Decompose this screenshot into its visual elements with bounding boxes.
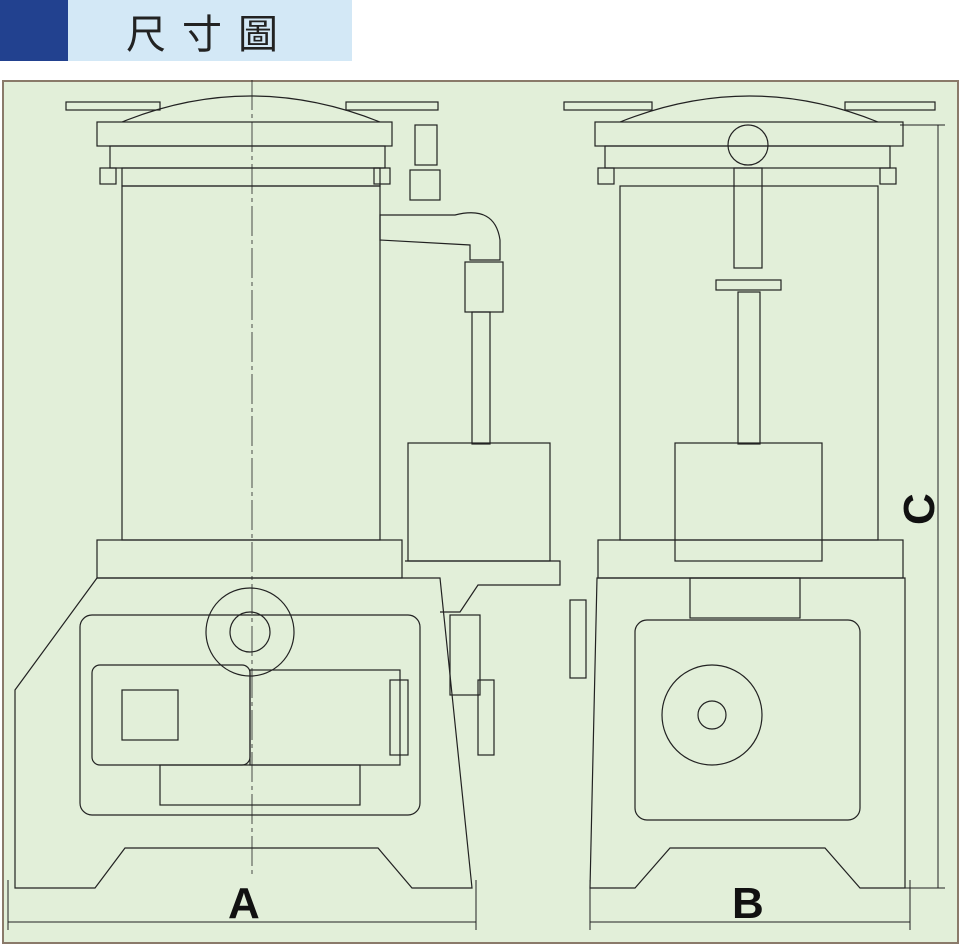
- front-view: [14, 80, 561, 889]
- side-view: [563, 95, 936, 889]
- dimension-a-label: A: [228, 879, 260, 928]
- pump-base: [159, 764, 361, 806]
- dimension-c-label: C: [895, 493, 944, 525]
- side-housing: [589, 577, 906, 889]
- header-accent-block: [0, 0, 68, 61]
- pump-volute: [661, 664, 763, 766]
- page-title: 尺寸圖: [68, 0, 352, 61]
- pump-housing: [14, 577, 473, 889]
- dimension-b-label: B: [732, 879, 764, 928]
- outlet-pipe: [471, 311, 491, 445]
- dimension-lines: [7, 124, 945, 930]
- side-tank: [674, 442, 823, 562]
- drawing-frame: [2, 80, 959, 944]
- housing-window: [79, 614, 421, 816]
- elbow-fitting: [379, 212, 501, 261]
- pressure-gauge: [727, 124, 769, 166]
- clamp-right: [345, 101, 439, 111]
- clamp-left: [65, 101, 161, 111]
